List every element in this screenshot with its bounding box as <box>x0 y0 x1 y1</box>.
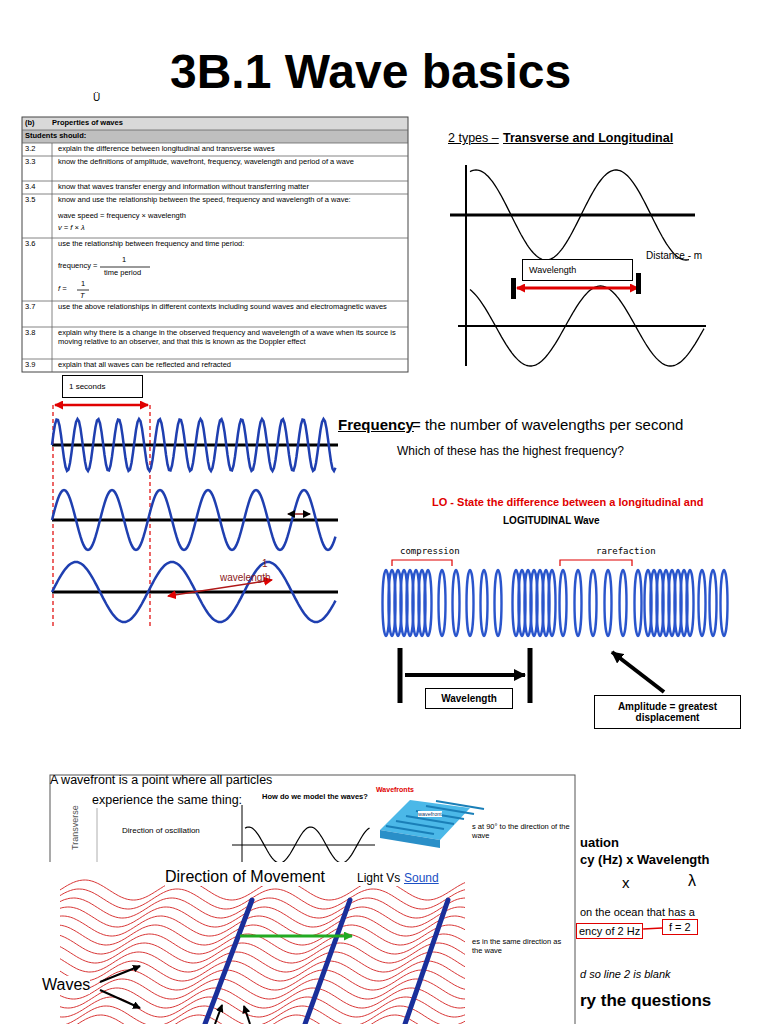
mark: Ü <box>93 92 100 104</box>
picture-label: How do we model the waves? <box>262 793 368 802</box>
spec-formula: T <box>80 292 85 301</box>
spec-formula: 1 <box>81 280 85 289</box>
spec-formula: frequency = <box>58 262 97 271</box>
box-text: f = 2 <box>669 921 691 933</box>
spec-table <box>22 117 408 372</box>
spec-text: use the relationship between frequency a… <box>58 240 403 249</box>
spec-number: 3.7 <box>25 303 35 312</box>
wave-movement-picture <box>38 862 468 1024</box>
box-text: Amplitude = greatest displacement <box>601 701 734 723</box>
box-text: 1 seconds <box>69 382 136 391</box>
definition: Frequency <box>338 416 414 433</box>
spec-formula: wave speed = frequency × wavelength <box>58 212 186 221</box>
spec-number: 3.2 <box>25 145 35 154</box>
heading: Transverse and Longitudinal <box>503 131 673 145</box>
answer-box: f = 2 <box>662 919 698 935</box>
picture-label: Waves <box>42 976 90 994</box>
box-text: Wavelength <box>529 265 626 275</box>
definition: experience the same thing: <box>92 793 242 807</box>
picture-label: Transverse <box>70 805 80 850</box>
equation: x <box>622 874 630 891</box>
spec-text: explain the difference between longitudi… <box>58 145 403 154</box>
table-header: Properties of waves <box>52 119 123 128</box>
picture-label: s at 90° to the direction of the wave <box>472 823 572 840</box>
spec-formula: f = <box>58 285 67 294</box>
spec-number: 3.9 <box>25 361 35 370</box>
equation: uation <box>580 836 619 851</box>
picture-label: Wavefronts <box>376 786 414 794</box>
highlight <box>574 924 654 938</box>
picture-label: Sound <box>404 872 439 886</box>
question: Which of these has the highest frequency… <box>397 445 624 459</box>
picture-label: es in the same direction as the wave <box>472 938 572 955</box>
axis-label: Distance - m <box>646 250 702 262</box>
equation: λ <box>688 872 696 890</box>
box-text: Wavelength <box>430 693 508 704</box>
instruction: ry the questions <box>580 991 711 1011</box>
spec-number: 3.6 <box>25 240 35 249</box>
spec-text: explain why there is a change in the obs… <box>58 329 403 346</box>
spec-formula: v = f × λ <box>58 224 85 233</box>
transverse-graph <box>450 165 706 366</box>
picture-label: Direction of Movement <box>165 868 325 886</box>
table-header: Students should: <box>25 132 86 141</box>
objective: LO - State the difference between a long… <box>432 496 703 509</box>
longitudinal-coil <box>383 560 728 703</box>
spec-number: 3.8 <box>25 329 35 338</box>
box-text: ency of 2 Hz <box>579 925 640 937</box>
picture-label: Direction of oscillation <box>122 826 200 835</box>
definition: A wavefront is a point where all particl… <box>50 773 272 787</box>
question-text: d so line 2 is blank <box>580 968 671 981</box>
heading: 2 types – <box>448 131 499 145</box>
label-box: 1 seconds <box>62 375 143 398</box>
equation: cy (Hz) x Wavelength <box>580 853 710 868</box>
highlight-box: ency of 2 Hz <box>576 923 643 939</box>
spec-number: 3.5 <box>25 196 35 205</box>
definition-box: Amplitude = greatest displacement <box>594 695 741 729</box>
spec-text: know that waves transfer energy and info… <box>58 183 403 192</box>
question-text: on the ocean that has a <box>580 906 695 919</box>
spec-formula: 1 <box>122 256 126 265</box>
frequency-waves <box>52 405 338 628</box>
spec-text: know and use the relationship between th… <box>58 196 403 205</box>
spec-formula: time period <box>104 269 141 278</box>
label-box: Wavelength <box>425 688 513 709</box>
connector <box>643 928 662 929</box>
part-label: compression <box>400 546 460 556</box>
page-title: 3B.1 Wave basics <box>170 44 571 99</box>
spec-text: explain that all waves can be reflected … <box>58 361 403 370</box>
spec-text: use the above relationships in different… <box>58 303 403 312</box>
spec-number: 3.4 <box>25 183 35 192</box>
part-label: rarefaction <box>596 546 656 556</box>
wave-label: 1 <box>262 558 268 570</box>
spec-number: 3.3 <box>25 158 35 167</box>
label-box: Wavelength <box>522 259 633 281</box>
table-header: (b) <box>25 119 35 128</box>
picture-label: wavefront <box>418 811 442 817</box>
heading: LOGITUDINAL Wave <box>503 515 600 527</box>
picture-label: Light Vs <box>357 872 400 886</box>
wave-label: wavelength <box>220 572 271 584</box>
definition: = the number of wavelengths per second <box>412 416 683 433</box>
spec-text: know the definitions of amplitude, wavef… <box>58 158 403 167</box>
